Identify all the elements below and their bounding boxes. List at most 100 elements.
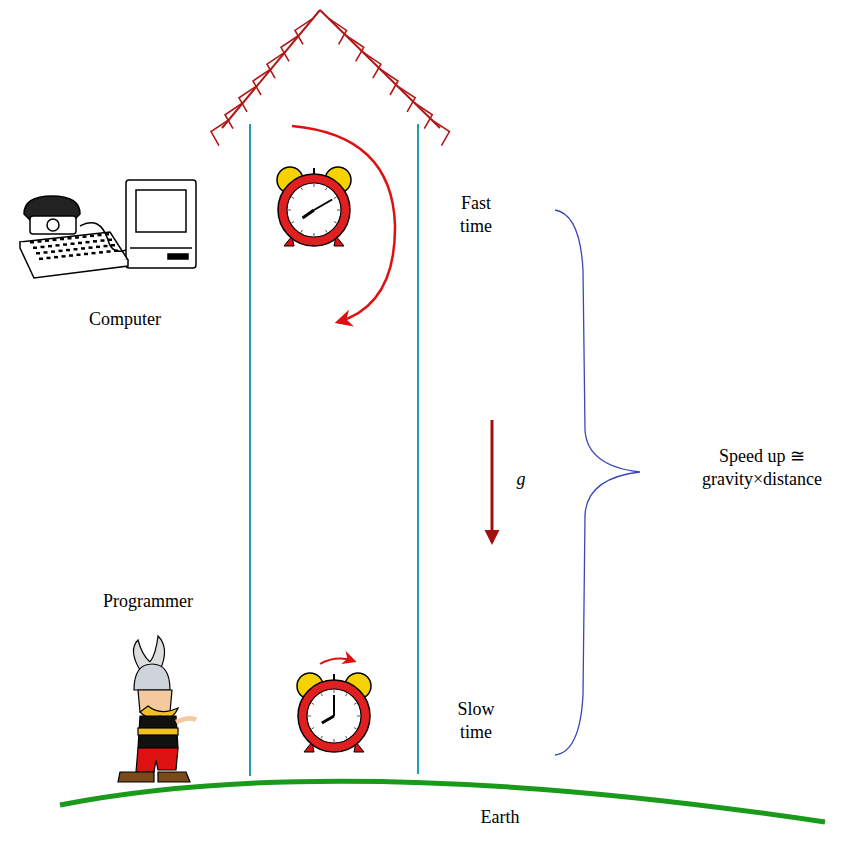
key [36,252,40,255]
roof-tile [225,103,243,129]
key [54,256,58,259]
key [104,245,108,248]
key [41,246,45,249]
clock-tick [314,184,315,187]
clock-tick [321,736,323,739]
clock-face [307,689,361,743]
clock-tick [357,716,360,717]
brace [555,210,640,755]
roof-tile [267,52,285,78]
tower-wall [417,124,419,774]
clock-body [298,680,370,752]
roof-tile [253,69,271,95]
key [53,239,57,242]
key [99,251,103,254]
clock-tick [321,693,323,696]
clock-tick [334,222,337,224]
clocks [277,167,371,752]
key [71,243,75,246]
clock-tick [311,728,314,730]
clock-hand [322,716,334,723]
clock-tick [326,187,328,190]
key [74,248,78,251]
key [56,244,60,247]
roof-tile [414,103,432,129]
clock-tick [308,716,311,717]
gravity-arrow [491,420,494,542]
key [69,254,73,256]
clock-tick [311,703,314,705]
clock-knob [313,168,315,174]
roof-tile [363,52,381,78]
key [48,245,52,248]
key [78,242,82,245]
key [83,235,87,238]
part-label: Earth [460,806,540,829]
key [81,247,85,250]
roof-tile [380,69,398,95]
fast-arrow [292,126,395,322]
programmer-figure [118,636,196,782]
relation-label: Speed up ≅ gravity×distance [682,445,842,490]
key [96,246,100,249]
clock-knob [333,674,335,680]
clock-tick [291,197,294,199]
clock-tick [301,230,303,233]
key [111,244,115,247]
roof-tile [239,86,257,112]
symbol-label: g [506,468,536,491]
roof-tile [346,35,364,61]
roof-line [320,10,440,128]
key [84,253,88,256]
clock-tick [326,230,328,233]
earth-surface [60,781,825,822]
clock-tick [334,197,337,199]
key [93,240,97,243]
clock-tick [346,693,348,696]
key [59,250,63,253]
roof-line [222,10,320,128]
part-label: Computer [65,308,185,331]
roof-tile [397,86,415,112]
clock-hand [314,200,332,211]
roof-tile [211,120,229,146]
key [77,254,81,257]
slow-arrow [320,659,354,664]
key [66,249,70,252]
clock-tick [314,233,315,236]
key [44,251,48,254]
state-label: Fast time [446,192,506,237]
clock-tick [354,703,357,705]
clock-tick [354,728,357,730]
roof-tile [431,120,449,146]
alarm-clock [277,167,351,246]
key [62,255,66,258]
clock-tick [346,736,348,739]
clock-hand [303,210,314,218]
computer-icon [20,180,196,278]
key [101,239,105,242]
clock-tick [301,187,303,190]
key [86,241,90,244]
roof-tile [281,35,299,61]
part-label: Programmer [83,590,213,613]
key [107,250,111,253]
key [45,239,49,242]
key [68,237,72,240]
clock-tick [337,210,340,211]
key [98,234,102,237]
key [33,247,37,250]
clock-tick [288,210,291,211]
clock-tick [334,739,335,742]
key [75,236,79,239]
clock-face [287,183,341,237]
key [89,246,93,249]
alarm-clock [297,673,371,752]
clock-tick [291,222,294,224]
key [60,238,64,241]
clock-body [278,174,350,246]
key [92,252,96,255]
state-label: Slow time [446,698,506,743]
roof-tile [295,18,313,44]
